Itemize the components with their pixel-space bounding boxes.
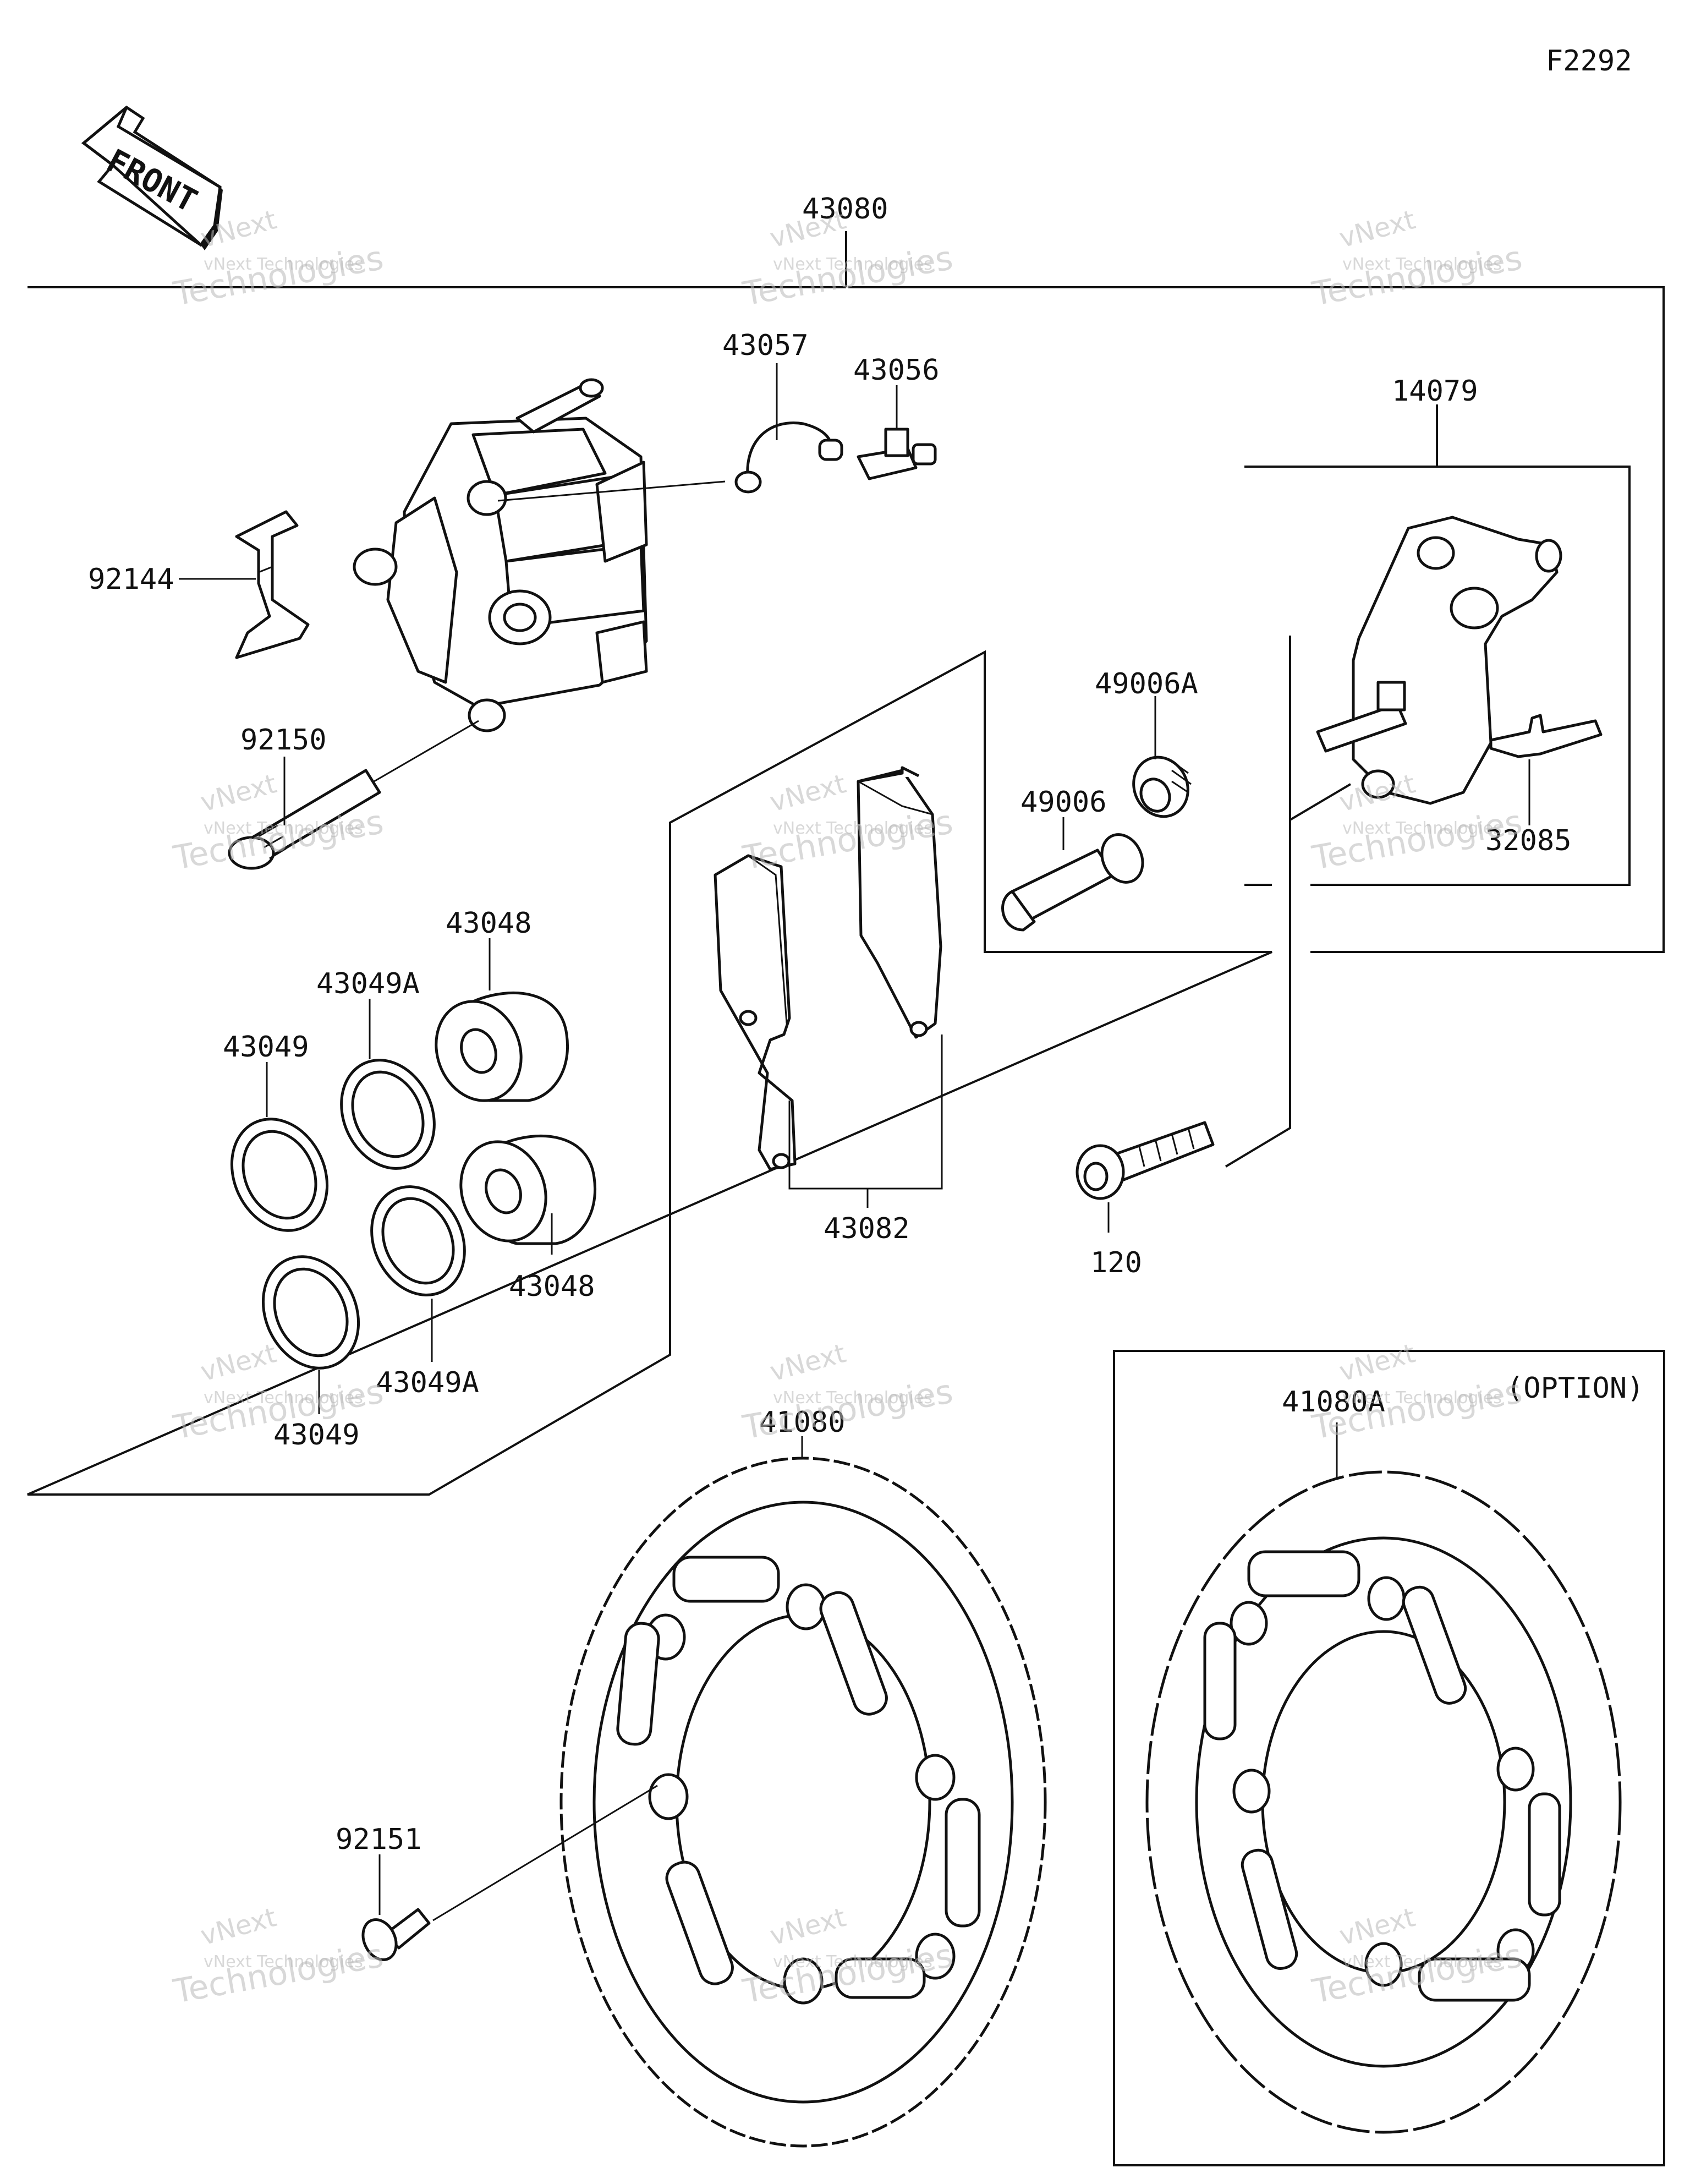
piston-seal-part-bottom: [261, 1255, 360, 1370]
caliper-piston-part-bottom: [459, 1135, 596, 1245]
callout-43048-top: 43048: [446, 907, 532, 940]
svg-text:vNext Technologies: vNext Technologies: [204, 255, 363, 274]
brake-disc-option-part: [1145, 1470, 1622, 2134]
callout-41080A: 41080A: [1282, 1386, 1385, 1419]
callout-41080: 41080: [759, 1406, 846, 1439]
dust-seal-part-bottom: [370, 1185, 466, 1296]
callout-43056: 43056: [853, 354, 940, 387]
brake-pad-part-right: [857, 766, 942, 1039]
callout-32085: 32085: [1485, 824, 1572, 857]
callout-14079: 14079: [1392, 375, 1478, 408]
svg-text:Technologies: Technologies: [1309, 239, 1525, 314]
callout-49006: 49006: [1020, 786, 1107, 819]
dust-seal-part-top: [340, 1059, 436, 1170]
caliper-piston-part-top: [435, 992, 569, 1102]
figure-code: F2292: [1546, 45, 1632, 78]
caliper-bracket-part: [1316, 516, 1562, 805]
callout-92151: 92151: [336, 1823, 422, 1856]
svg-text:vNext Technologies: vNext Technologies: [1342, 255, 1502, 274]
option-label: (OPTION): [1506, 1372, 1644, 1405]
disc-bolt-part: [361, 1908, 431, 1961]
svg-text:vNext Technologies: vNext Technologies: [204, 819, 363, 838]
callout-49006A: 49006A: [1095, 667, 1198, 700]
svg-text:vNext: vNext: [1336, 204, 1419, 254]
svg-text:vNext Technologies: vNext Technologies: [1342, 1388, 1502, 1408]
callout-92150: 92150: [240, 724, 327, 757]
svg-text:vNext: vNext: [197, 1902, 280, 1951]
svg-text:vNext Technologies: vNext Technologies: [773, 819, 932, 838]
pad-spring-part: [235, 510, 310, 659]
callout-43057: 43057: [722, 329, 809, 362]
option-frame: [1113, 1350, 1665, 2166]
svg-text:Technologies: Technologies: [1309, 803, 1525, 878]
callout-43049-top: 43049: [223, 1031, 309, 1064]
svg-text:vNext Technologies: vNext Technologies: [773, 255, 932, 274]
pin-boot-part: [1132, 756, 1192, 818]
bleeder-valve-part: [857, 428, 937, 480]
svg-text:Technologies: Technologies: [170, 239, 386, 314]
svg-text:vNext: vNext: [197, 768, 280, 818]
brake-pad-part-left: [714, 854, 797, 1171]
svg-text:vNext: vNext: [767, 1338, 849, 1387]
callout-43048-bottom: 43048: [509, 1270, 595, 1303]
bracket-bolt-part: [1076, 1121, 1215, 1200]
callout-43082: 43082: [824, 1212, 910, 1245]
piston-seal-part-top: [230, 1118, 329, 1232]
svg-text:vNext Technologies: vNext Technologies: [204, 1388, 363, 1408]
svg-text:vNext Technologies: vNext Technologies: [1342, 1952, 1502, 1972]
svg-text:vNext Technologies: vNext Technologies: [204, 1952, 363, 1972]
svg-text:vNext Technologies: vNext Technologies: [1342, 819, 1502, 838]
banjo-bolt-clip-part: [734, 422, 843, 494]
svg-text:vNext Technologies: vNext Technologies: [773, 1952, 932, 1972]
svg-text:Technologies: Technologies: [1309, 1372, 1525, 1447]
caliper-pin-part: [228, 769, 381, 870]
svg-text:Technologies: Technologies: [170, 1936, 386, 2011]
svg-text:Technologies: Technologies: [170, 803, 386, 878]
svg-text:vNext: vNext: [197, 1338, 280, 1387]
callout-43080: 43080: [802, 193, 888, 226]
brake-disc-part: [559, 1457, 1047, 2148]
brake-caliper-body: [353, 378, 648, 732]
callout-43049A-top: 43049A: [316, 967, 420, 1000]
callout-43049A-bottom: 43049A: [376, 1366, 479, 1399]
bracket-pin-part: [1001, 833, 1144, 932]
callout-43049-bottom: 43049: [273, 1419, 360, 1452]
svg-text:Technologies: Technologies: [739, 1372, 956, 1447]
callout-120: 120: [1090, 1246, 1142, 1279]
svg-text:vNext: vNext: [767, 768, 849, 818]
bracket-clip-part: [1489, 714, 1603, 758]
svg-text:vNext: vNext: [1336, 1338, 1419, 1387]
svg-text:vNext Technologies: vNext Technologies: [773, 1388, 932, 1408]
svg-text:Technologies: Technologies: [739, 239, 956, 314]
callout-92144: 92144: [88, 563, 174, 596]
